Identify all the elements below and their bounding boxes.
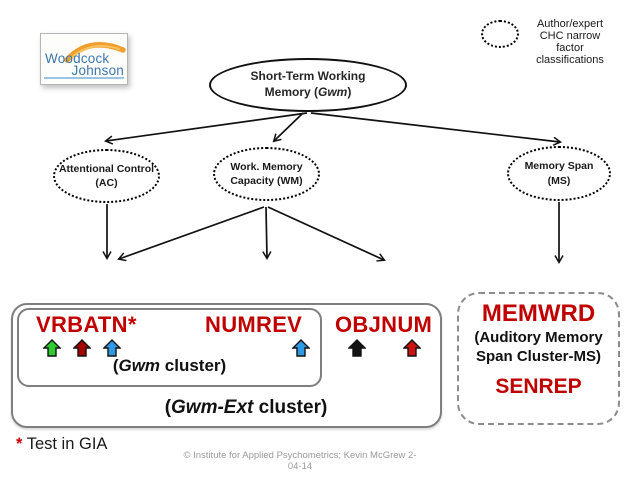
logo-word-woodcock: Woodcock	[45, 51, 110, 66]
woodcock-johnson-logo: Woodcock Johnson	[40, 33, 128, 85]
up-arrow-green-icon	[43, 339, 61, 357]
copyright-notice: © Institute for Applied Psychometrics; K…	[130, 450, 470, 473]
up-arrow-red-icon	[403, 339, 421, 357]
auditory-memory-span-cluster-box: MEMWRD (Auditory Memory Span Cluster-MS)…	[457, 292, 620, 425]
gwm-ext-cluster-label: (Gwm-Ext cluster)	[164, 397, 328, 418]
numrev-arrow-group	[292, 339, 310, 357]
edge-wm-to-objnum	[267, 206, 384, 260]
wm-line-2: Capacity (WM)	[230, 175, 303, 187]
edge-root-to-ac	[106, 112, 308, 141]
ms-line-2: (MS)	[547, 174, 571, 187]
copyright-line-2: 04-14	[287, 461, 313, 473]
logo-swoosh-icon	[64, 42, 126, 63]
edge-wm-to-numrev	[266, 206, 267, 258]
up-arrow-blue-icon	[103, 339, 121, 357]
test-label-numrev: NUMREV	[205, 312, 303, 337]
footnote-asterisk: *	[16, 435, 23, 453]
logo-word-johnson: Johnson	[71, 63, 124, 78]
ac-line-2: (AC)	[95, 177, 118, 189]
factor-ellipse-ms: Memory Span (MS)	[507, 146, 611, 201]
legend-line-3: factor	[556, 42, 584, 55]
test-label-objnum: OBJNUM	[335, 312, 433, 337]
factor-ellipse-ac: Attentional Control (AC)	[53, 149, 160, 203]
legend-line-2: CHC narrow	[539, 30, 601, 43]
edge-root-to-ms	[310, 112, 560, 142]
up-arrow-darkred-icon	[73, 339, 91, 357]
logo-underline	[44, 77, 124, 79]
objnum-arrow-group	[348, 339, 421, 357]
edge-wm-to-vrbatn	[119, 206, 265, 259]
legend-line-4: classifications	[536, 54, 604, 67]
factor-ellipse-wm: Work. Memory Capacity (WM)	[213, 147, 320, 201]
ms-line-1: Memory Span	[524, 160, 594, 173]
edge-root-to-wm	[274, 112, 304, 141]
gwm-line-2: Memory (Gwm)	[264, 85, 352, 99]
vrbatn-arrow-group	[43, 339, 121, 357]
factor-ellipse-gwm: Short-Term Working Memory (Gwm)	[209, 58, 407, 112]
up-arrow-blue-icon	[292, 339, 310, 357]
legend-line-1: Author/expert	[536, 18, 604, 30]
gwm-line-1: Short-Term Working	[250, 69, 366, 84]
legend-caption: Author/expert CHC narrow factor classifi…	[522, 18, 618, 66]
gwm-cluster-label: (Gwm cluster)	[112, 356, 227, 375]
copyright-line-1: © Institute for Applied Psychometrics; K…	[183, 450, 417, 461]
test-label-senrep: SENREP	[495, 374, 582, 398]
up-arrow-black-icon	[348, 339, 366, 357]
gia-footnote: * Test in GIA	[16, 435, 108, 453]
legend-key-ellipse	[481, 20, 519, 48]
test-label-vrbatn: VRBATN*	[36, 312, 137, 337]
test-label-memwrd: MEMWRD	[481, 300, 596, 327]
auditory-cluster-label: (Auditory Memory Span Cluster-MS)	[474, 329, 603, 365]
ac-line-1: Attentional Control	[58, 162, 155, 175]
gwm-cluster-box	[17, 308, 322, 387]
wm-line-1: Work. Memory	[230, 160, 303, 173]
